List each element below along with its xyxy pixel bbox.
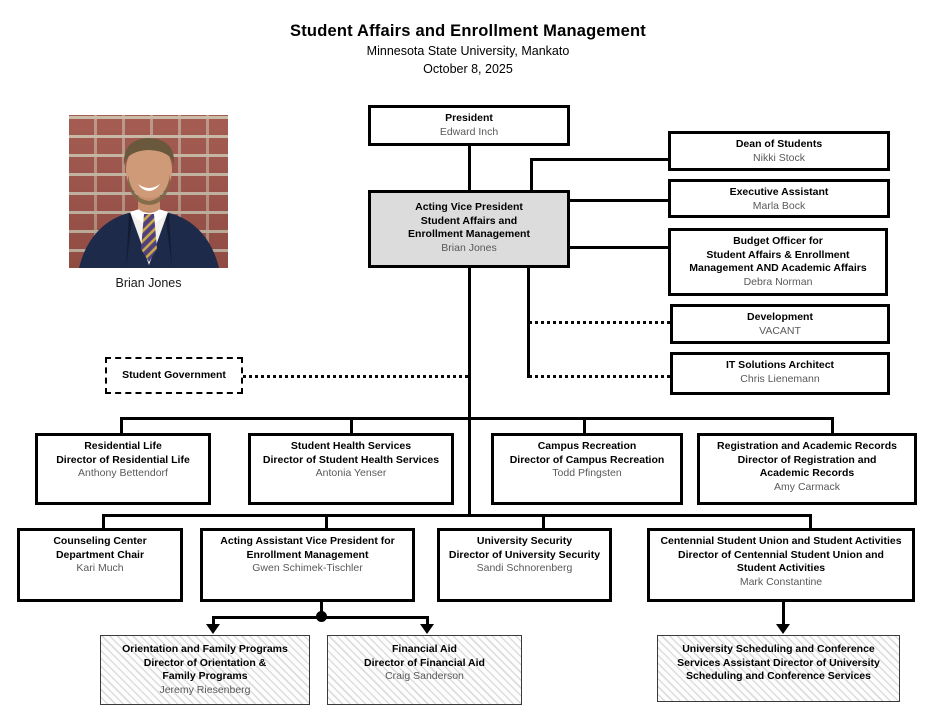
connector-vp-dean-horizontal [530,158,668,161]
org-box-it-architect: IT Solutions Architect Chris Lienemann [670,352,890,395]
page-date: October 8, 2025 [423,62,513,76]
page-title: Student Affairs and Enrollment Managemen… [290,22,646,40]
connector-dotted-development [529,321,670,324]
box-title: Student Health Services Director of Stud… [262,440,440,466]
org-box-vp: Acting Vice President Student Affairs an… [368,190,570,268]
connector-dotted-student-government [243,375,468,378]
box-name: Sandi Schnorenberg [476,562,573,575]
connector-avp-children-horizontal [212,616,428,619]
page-subtitle: Minnesota State University, Mankato [366,44,570,58]
box-name: Antonia Yenser [315,467,387,480]
connector-stub-university-security [542,514,545,528]
box-name: Chris Lienemann [740,372,820,385]
box-title: Student Government [122,368,226,381]
connector-centennial-scheduling-shaft [782,602,785,625]
box-name: Nikki Stock [753,151,805,164]
box-title: Development [747,311,813,323]
box-name: Todd Pfingsten [552,467,622,480]
box-title: Centennial Student Union and Student Act… [660,535,902,575]
connector-arrow-orientation-shaft [212,616,215,626]
org-box-centennial-union: Centennial Student Union and Student Act… [647,528,915,602]
box-name: Jeremy Riesenberg [159,683,251,696]
org-box-dean-of-students: Dean of Students Nikki Stock [668,131,890,171]
org-box-registration: Registration and Academic Records Direct… [697,433,917,505]
org-box-budget-officer: Budget Officer for Student Affairs & Enr… [668,228,888,296]
connector-trunk-upper [468,268,471,420]
org-box-student-health: Student Health Services Director of Stud… [248,433,454,505]
box-name: Mark Constantine [739,575,823,588]
org-box-student-government: Student Government [105,357,243,394]
person-photo-illustration [79,138,219,268]
arrow-scheduling-icon [776,624,790,634]
connector-vp-dean-vertical [530,158,533,190]
box-title: Residential Life Director of Residential… [56,440,190,466]
connector-arrow-financial-aid-shaft [426,616,429,626]
box-title: IT Solutions Architect [725,359,835,371]
connector-vp-budget-officer [570,246,668,249]
box-title: Acting Vice President Student Affairs an… [408,201,530,241]
connector-stub-avp-enrollment [325,514,328,528]
photo-caption: Brian Jones [115,276,182,290]
box-title: Budget Officer for Student Affairs & Enr… [689,235,867,275]
org-box-university-security: University Security Director of Universi… [437,528,612,602]
box-title: Dean of Students [735,138,823,150]
box-title: President [445,112,493,124]
org-box-orientation: Orientation and Family Programs Director… [100,635,310,705]
connector-avp-down [320,602,323,618]
connector-stub-campus-recreation [583,417,586,433]
org-box-scheduling: University Scheduling and Conference Ser… [657,635,900,702]
box-name: Gwen Schimek-Tischler [252,562,363,575]
box-title: University Security Director of Universi… [448,535,601,561]
org-box-avp-enrollment: Acting Assistant Vice President for Enro… [200,528,415,602]
arrow-orientation-icon [206,624,220,634]
org-box-executive-assistant: Executive Assistant Marla Bock [668,179,890,218]
box-title: Executive Assistant [729,186,829,198]
box-name: Edward Inch [439,125,499,138]
box-name: Marla Bock [752,199,806,212]
box-title: Acting Assistant Vice President for Enro… [220,535,395,561]
box-name: Craig Sanderson [385,670,464,683]
connector-trunk-lower [468,420,471,515]
box-title: Campus Recreation Director of Campus Rec… [509,440,665,466]
arrow-financial-aid-icon [420,624,434,634]
box-title: Financial Aid Director of Financial Aid [364,643,485,669]
box-name: Kari Much [76,562,124,575]
box-name: Amy Carmack [774,480,840,493]
box-title: Orientation and Family Programs Director… [122,643,288,683]
org-box-development: Development VACANT [670,304,890,344]
connector-stub-residential-life [120,417,123,433]
connector-stub-student-health [350,417,353,433]
box-name: Anthony Bettendorf [78,467,168,480]
org-box-financial-aid: Financial Aid Director of Financial Aid … [327,635,522,705]
connector-vp-executive-assistant [570,199,668,202]
connector-president-vp [468,146,471,190]
connector-row3-horizontal [102,514,812,517]
org-box-campus-recreation: Campus Recreation Director of Campus Rec… [491,433,683,505]
box-name: VACANT [759,324,801,337]
connector-vp-dotted-branch-vertical [527,268,530,378]
connector-row2-horizontal [120,417,834,420]
box-title: Registration and Academic Records Direct… [717,440,897,480]
box-name: Debra Norman [743,275,813,288]
box-title: University Scheduling and Conference Ser… [677,643,880,683]
connector-stub-centennial-union [809,514,812,528]
portrait-photo [69,115,228,268]
box-title: Counseling Center Department Chair [53,535,147,561]
org-box-residential-life: Residential Life Director of Residential… [35,433,211,505]
connector-stub-registration [831,417,834,433]
org-box-counseling: Counseling Center Department Chair Kari … [17,528,183,602]
box-name: Brian Jones [441,241,497,254]
connector-stub-counseling [102,514,105,528]
org-box-president: President Edward Inch [368,105,570,146]
connector-dotted-it-architect [529,375,670,378]
